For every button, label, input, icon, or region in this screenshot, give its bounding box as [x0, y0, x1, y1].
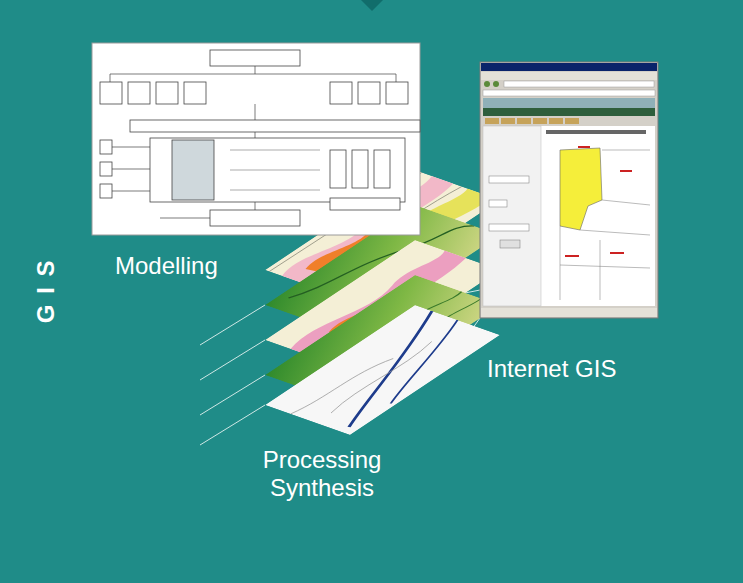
- section-label: Processing Synthesis: [240, 446, 405, 501]
- section-label: Internet GIS: [487, 355, 616, 383]
- section-label: Modelling: [115, 252, 218, 280]
- browser-screenshot: [480, 62, 658, 318]
- vertical-title: G I S: [31, 259, 59, 324]
- map-layer-faults: [265, 305, 500, 435]
- top-notch: [361, 0, 383, 11]
- flowchart-thumbnail: [92, 43, 420, 235]
